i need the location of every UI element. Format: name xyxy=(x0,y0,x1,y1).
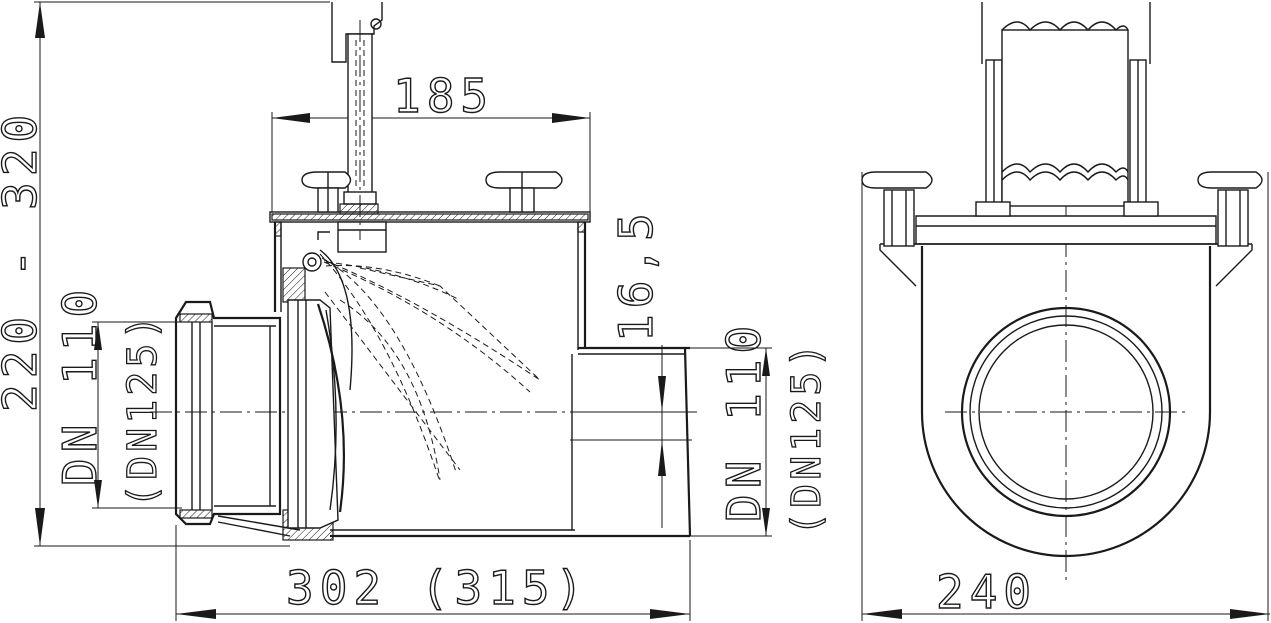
offset-dimension-line xyxy=(570,345,692,528)
inlet-socket xyxy=(174,300,301,537)
dim-185-label: 185 xyxy=(393,69,494,123)
length-302-dimension-line xyxy=(175,525,691,621)
front-body xyxy=(879,215,1253,558)
dim-220-320-label: 220 - 320 xyxy=(0,109,47,412)
dim-240-label: 240 xyxy=(936,565,1037,619)
dim-dn125-right-label: (DN125) xyxy=(784,339,830,536)
handle-spindle xyxy=(331,2,387,253)
side-view xyxy=(34,1,772,621)
width-240-dimension-line xyxy=(861,172,1270,621)
front-view xyxy=(861,2,1270,621)
dim-dn125-left-label: (DN125) xyxy=(120,311,166,508)
dim-dn110-right-label: DN 110 xyxy=(717,320,771,522)
wing-nut-left xyxy=(301,171,352,213)
outlet-dimension-line xyxy=(685,347,772,537)
front-post-left xyxy=(861,171,933,247)
flap-assembly xyxy=(282,231,541,541)
valve-body xyxy=(269,211,692,538)
dim-dn110-left-label: DN 110 xyxy=(53,284,107,486)
width-185-dimension-line xyxy=(271,112,591,215)
inlet-dimension-line xyxy=(92,321,182,509)
dim-302-315-label: 302 (315) xyxy=(286,561,589,615)
front-handle-frame xyxy=(975,2,1159,217)
wing-nut-right xyxy=(485,171,563,213)
dim-16-5-label: 16,5 xyxy=(609,207,663,342)
height-dimension-line xyxy=(34,1,330,547)
front-post-right xyxy=(1197,171,1263,247)
